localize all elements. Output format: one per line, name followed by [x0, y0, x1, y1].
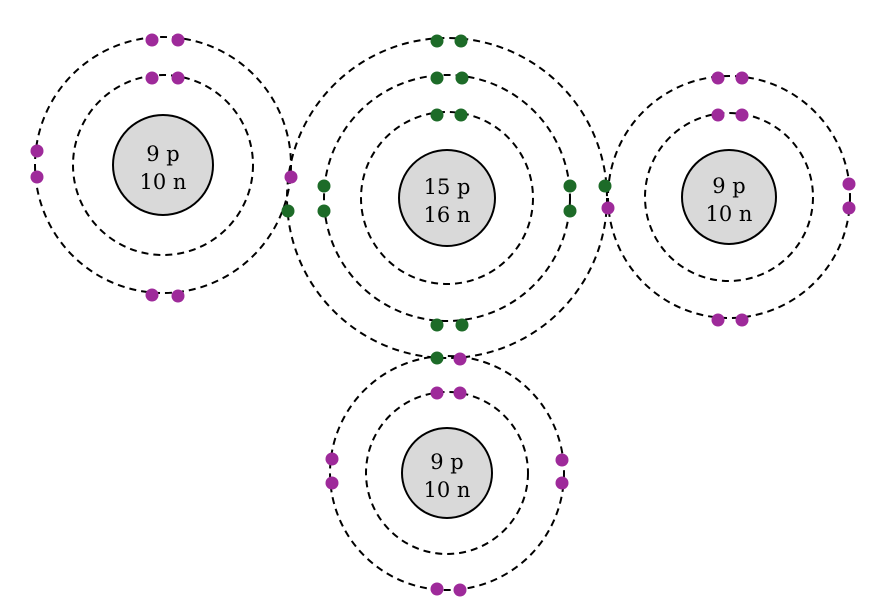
fluorine-electron	[30, 144, 44, 158]
nucleus-circle	[681, 149, 777, 245]
fluorine-electron	[711, 313, 725, 327]
fluorine-electron	[453, 352, 467, 366]
fluorine-electron	[284, 170, 298, 184]
phosphorus-shell-3	[286, 37, 608, 359]
fluorine-electron	[430, 582, 444, 596]
nucleus-circle	[398, 149, 496, 247]
fluorine-electron	[711, 71, 725, 85]
fluorine-bottom-nucleus: 9 p 10 n	[401, 427, 493, 519]
fluorine-electron	[601, 201, 615, 215]
fluorine-electron	[430, 386, 444, 400]
phosphorus-shell-2	[323, 74, 571, 322]
proton-count: 15 p	[424, 175, 471, 199]
fluorine-electron	[171, 289, 185, 303]
fluorine-electron	[842, 177, 856, 191]
neutron-count: 16 n	[424, 203, 471, 227]
fluorine-electron	[145, 33, 159, 47]
fluorine-left-nucleus: 9 p 10 n	[112, 114, 214, 216]
fluorine-right-nucleus: 9 p 10 n	[681, 149, 777, 245]
fluorine-electron	[145, 71, 159, 85]
fluorine-electron	[735, 71, 749, 85]
fluorine-electron	[325, 476, 339, 490]
fluorine-bottom-shell-1	[365, 391, 529, 555]
fluorine-electron	[325, 452, 339, 466]
phosphorus-shell-1	[360, 111, 534, 285]
phosphorus-electron	[455, 71, 469, 85]
nucleus-circle	[112, 114, 214, 216]
fluorine-electron	[453, 583, 467, 597]
fluorine-electron	[842, 201, 856, 215]
fluorine-electron	[145, 288, 159, 302]
fluorine-left-shell-1	[72, 74, 254, 256]
phosphorus-electron	[563, 204, 577, 218]
fluorine-right-shell-1	[644, 112, 814, 282]
neutron-count: 10 n	[706, 202, 753, 226]
phosphorus-electron	[317, 179, 331, 193]
phosphorus-electron	[454, 108, 468, 122]
phosphorus-electron	[430, 351, 444, 365]
phosphorus-electron	[454, 34, 468, 48]
proton-count: 9 p	[146, 142, 179, 166]
proton-count: 9 p	[712, 174, 745, 198]
phosphorus-electron	[317, 204, 331, 218]
phosphorus-electron	[455, 318, 469, 332]
phosphorus-nucleus: 15 p 16 n	[398, 149, 496, 247]
phosphorus-electron	[281, 204, 295, 218]
phosphorus-electron	[430, 34, 444, 48]
fluorine-electron	[171, 33, 185, 47]
fluorine-electron	[735, 108, 749, 122]
phosphorus-electron	[598, 179, 612, 193]
fluorine-left-shell-2	[34, 36, 292, 294]
fluorine-electron	[30, 170, 44, 184]
fluorine-electron	[555, 453, 569, 467]
fluorine-electron	[555, 476, 569, 490]
phosphorus-electron	[430, 71, 444, 85]
phosphorus-electron	[430, 108, 444, 122]
neutron-count: 10 n	[140, 170, 187, 194]
fluorine-electron	[453, 386, 467, 400]
fluorine-electron	[711, 108, 725, 122]
fluorine-bottom-shell-2	[329, 355, 565, 591]
fluorine-right-shell-2	[607, 75, 851, 319]
phosphorus-electron	[563, 179, 577, 193]
proton-count: 9 p	[430, 450, 463, 474]
nucleus-circle	[401, 427, 493, 519]
neutron-count: 10 n	[424, 478, 471, 502]
fluorine-electron	[171, 71, 185, 85]
fluorine-electron	[735, 313, 749, 327]
phosphorus-electron	[430, 318, 444, 332]
